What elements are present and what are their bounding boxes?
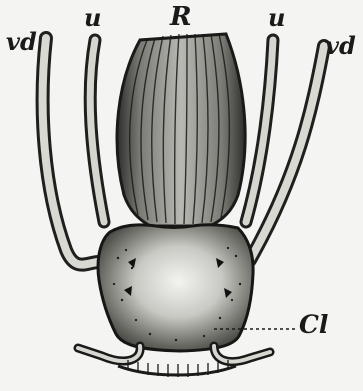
ureter-right	[246, 40, 273, 222]
label-u-right: u	[268, 6, 285, 30]
label-u-left: u	[84, 6, 101, 30]
label-cloaca: Cl	[299, 312, 328, 337]
label-vd-right: vd	[325, 34, 356, 58]
ureter-left	[90, 40, 104, 222]
bladder	[98, 225, 253, 351]
rectum	[117, 34, 245, 226]
label-vd-left: vd	[6, 30, 37, 54]
label-rectum: R	[170, 4, 192, 30]
